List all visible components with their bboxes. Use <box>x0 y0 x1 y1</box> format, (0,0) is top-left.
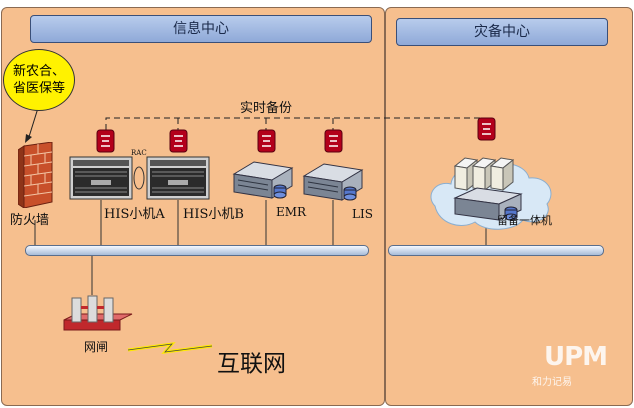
internet-label: 互联网 <box>217 351 286 377</box>
bubble-to-firewall-arrow <box>27 107 39 141</box>
agent-icon <box>324 129 343 153</box>
rac-link-icon <box>133 166 145 190</box>
agent-icon <box>96 129 115 153</box>
info-center-title: 信息中心 <box>30 15 372 43</box>
his-b-server-icon <box>146 156 210 200</box>
agent-icon <box>169 129 188 153</box>
his-a-server-icon <box>69 156 133 200</box>
emr-server-icon <box>232 161 294 199</box>
external-systems-bubble: 新农合、 省医保等 <box>3 49 75 111</box>
dr-center-network-bus <box>388 245 604 256</box>
agent-icon <box>477 117 496 141</box>
watermark-text: 和力记易 <box>532 377 572 388</box>
rac-label: RAC <box>131 149 147 157</box>
his-a-label: HIS小机A <box>104 207 165 222</box>
agent-icon <box>257 129 276 153</box>
firewall-icon <box>18 142 53 208</box>
gateway-icon <box>63 295 133 331</box>
bubble-line-1: 新农合、 <box>12 64 65 79</box>
backup-appliance-icon <box>430 157 552 230</box>
bubble-arrowhead <box>25 134 32 143</box>
lis-server-icon <box>302 163 364 201</box>
watermark-logo: UPM <box>544 342 608 372</box>
realtime-backup-label: 实时备份 <box>240 101 293 116</box>
backup-appliance-label: 留备一体机 <box>497 214 552 227</box>
emr-label: EMR <box>276 205 307 219</box>
dr-center-title: 灾备中心 <box>396 18 608 46</box>
lis-label: LIS <box>352 207 373 221</box>
gateway-label: 网闸 <box>84 340 109 354</box>
his-b-label: HIS小机B <box>183 207 244 222</box>
bubble-line-2: 省医保等 <box>12 81 65 96</box>
lightning-outline <box>127 343 213 353</box>
info-center-network-bus <box>25 245 369 256</box>
firewall-label: 防火墙 <box>10 213 50 228</box>
